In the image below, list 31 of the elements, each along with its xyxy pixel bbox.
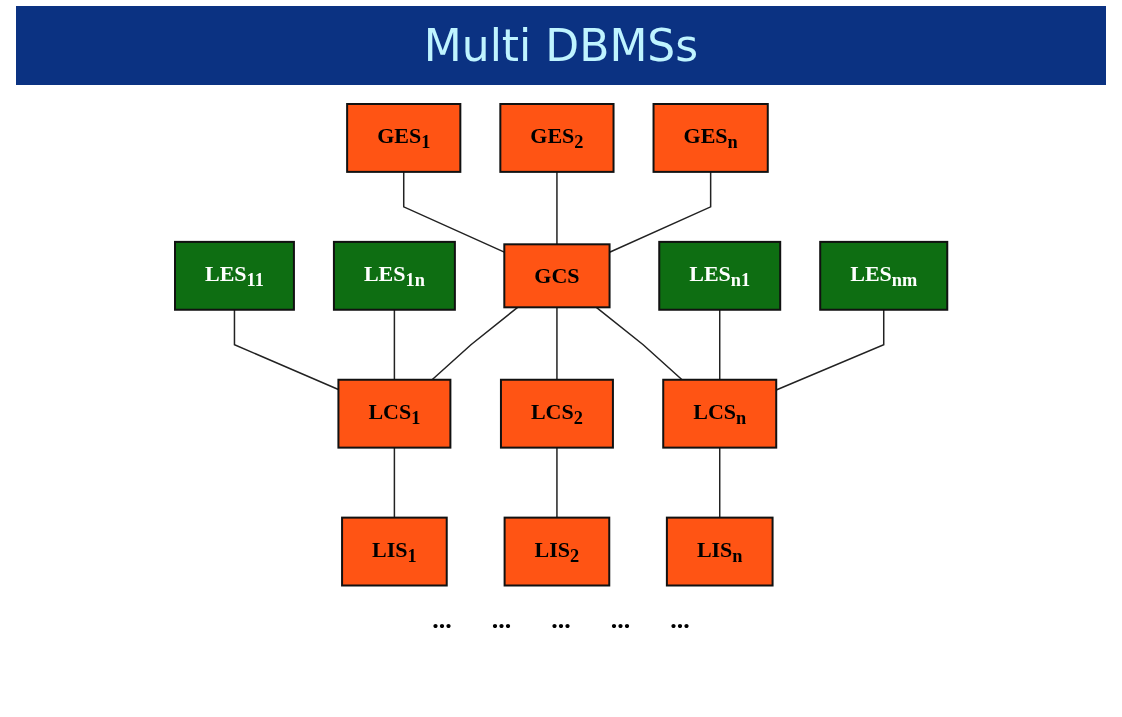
connector: [718, 309, 721, 381]
connector: [431, 306, 519, 381]
node-box: GES$_{1}$: [346, 103, 462, 174]
node-box: GCS: [503, 243, 611, 309]
node-box: LIS$_{1}$: [340, 516, 448, 587]
node-box: GES$_{n}$: [652, 103, 769, 174]
node-box: LIS$_{n}$: [665, 516, 774, 587]
node-box: LES$_{nm}$: [819, 241, 949, 311]
ellipsis-label: ...: [670, 605, 690, 635]
ellipsis-label: ...: [610, 605, 631, 635]
connector: [556, 306, 558, 381]
title-banner: Multi DBMSs: [16, 6, 1106, 85]
connector: [556, 447, 558, 519]
node-box: LIS$_{2}$: [503, 516, 611, 587]
connector: [402, 171, 505, 254]
node-box: LES$_{1n}$: [332, 241, 456, 311]
connector: [393, 309, 395, 381]
node-box: LES$_{n1}$: [658, 241, 782, 311]
connector: [718, 447, 721, 519]
node-box: LCS$_{1}$: [337, 379, 452, 449]
node-box: LCS$_{2}$: [499, 379, 614, 449]
connector: [393, 447, 395, 519]
ellipsis-label: ...: [551, 605, 571, 635]
connector: [233, 309, 339, 391]
connector: [556, 171, 558, 246]
ellipsis-label: ...: [491, 605, 512, 635]
node-box: GES$_{2}$: [499, 103, 615, 174]
node-box: LCS$_{n}$: [662, 379, 778, 449]
node-box: LES$_{11}$: [173, 241, 295, 311]
connector: [595, 306, 683, 381]
ellipsis-label: ...: [432, 605, 452, 635]
